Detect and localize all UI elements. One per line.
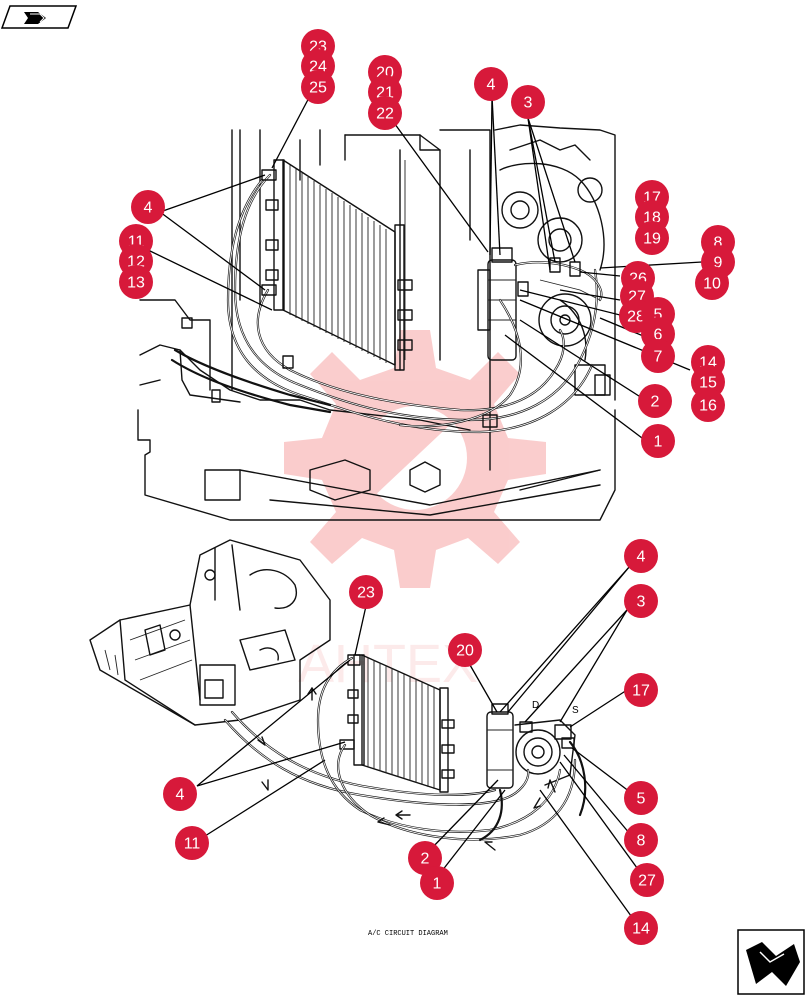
callout-top-4-label: 4 xyxy=(487,77,496,94)
top-assembly-view xyxy=(137,124,616,521)
callout-top-13-label: 13 xyxy=(127,275,145,292)
callout-top-5-label: 5 xyxy=(654,307,663,324)
leader-lines xyxy=(147,91,703,921)
condenser-top xyxy=(265,159,413,371)
callout-bottom-1[interactable]: 1 xyxy=(420,866,454,900)
callout-top-13-badge xyxy=(119,265,153,299)
callout-top-7[interactable]: 7 xyxy=(641,339,675,373)
callout-bottom-1-badge xyxy=(420,866,454,900)
callout-bottom-17[interactable]: 17 xyxy=(624,673,658,707)
callout-bottom-8-badge xyxy=(624,823,658,857)
callout-top-4-badge xyxy=(131,190,165,224)
callout-top-19-badge xyxy=(635,221,669,255)
callout-top-9-label: 9 xyxy=(714,255,723,272)
callout-top-13[interactable]: 13 xyxy=(119,265,153,299)
callout-top-22-badge xyxy=(368,96,402,130)
callout-top-22-label: 22 xyxy=(376,106,394,123)
callout-bottom-4-badge xyxy=(624,539,658,573)
callout-top-1-badge xyxy=(641,424,675,458)
callout-top-19[interactable]: 19 xyxy=(635,221,669,255)
callouts-bottom: 23 20 4 3 17 4 5 11 8 27 21 14 xyxy=(163,539,664,945)
callout-top-1-label: 1 xyxy=(654,434,663,451)
callout-bottom-27[interactable]: 27 xyxy=(630,863,664,897)
callout-top-4-badge xyxy=(474,67,508,101)
callout-top-25-badge xyxy=(301,70,335,104)
callout-bottom-4[interactable]: 4 xyxy=(624,539,658,573)
callout-bottom-5-badge xyxy=(624,781,658,815)
callout-top-10-label: 10 xyxy=(703,276,721,293)
callout-bottom-23-badge xyxy=(349,575,383,609)
flip-page-icon[interactable] xyxy=(0,5,78,29)
callout-bottom-4[interactable]: 4 xyxy=(163,777,197,811)
callout-bottom-20-label: 20 xyxy=(456,643,474,660)
port-label-d: D xyxy=(532,700,539,711)
port-label-s: S xyxy=(572,705,579,716)
callout-bottom-20[interactable]: 20 xyxy=(448,633,482,667)
callout-top-16-badge xyxy=(691,388,725,422)
callout-bottom-14-badge xyxy=(624,911,658,945)
callout-bottom-3-label: 3 xyxy=(637,594,646,611)
callout-bottom-11-badge xyxy=(175,826,209,860)
callout-top-6-label: 6 xyxy=(654,327,663,344)
callout-top-2-label: 2 xyxy=(651,394,660,411)
callout-bottom-8-label: 8 xyxy=(637,833,646,850)
callout-bottom-14-label: 14 xyxy=(632,921,650,938)
callout-top-3[interactable]: 3 xyxy=(511,85,545,119)
callout-top-3-badge xyxy=(511,85,545,119)
callout-bottom-2-label: 2 xyxy=(421,851,430,868)
callout-top-3-label: 3 xyxy=(524,95,533,112)
callout-bottom-3[interactable]: 3 xyxy=(624,584,658,618)
callout-top-4[interactable]: 4 xyxy=(474,67,508,101)
callout-bottom-11[interactable]: 11 xyxy=(175,826,209,860)
callout-bottom-14[interactable]: 14 xyxy=(624,911,658,945)
callout-bottom-1-label: 1 xyxy=(433,876,442,893)
callout-top-25-label: 25 xyxy=(309,80,327,97)
callout-bottom-8[interactable]: 8 xyxy=(624,823,658,857)
callout-top-25[interactable]: 25 xyxy=(301,70,335,104)
callout-bottom-5[interactable]: 5 xyxy=(624,781,658,815)
callout-top-2[interactable]: 2 xyxy=(638,384,672,418)
callout-top-16[interactable]: 16 xyxy=(691,388,725,422)
watermark-text: АНТЕХ xyxy=(298,634,478,694)
callout-top-7-badge xyxy=(641,339,675,373)
callout-bottom-4-badge xyxy=(163,777,197,811)
hose-set-top xyxy=(170,169,603,434)
callout-top-19-label: 19 xyxy=(643,231,661,248)
callout-top-4-label: 4 xyxy=(144,200,153,217)
callout-top-8-label: 8 xyxy=(714,235,723,252)
watermark-gear-icon xyxy=(284,330,546,588)
callout-top-7-label: 7 xyxy=(654,349,663,366)
watermark: АНТЕХ xyxy=(284,330,546,694)
callout-bottom-23[interactable]: 23 xyxy=(349,575,383,609)
compressor-bottom xyxy=(514,719,576,786)
callout-top-22[interactable]: 22 xyxy=(368,96,402,130)
receiver-drier-top xyxy=(477,247,517,361)
callout-top-28-label: 28 xyxy=(627,309,645,326)
diagram-caption: A/C CIRCUIT DIAGRAM xyxy=(368,930,448,938)
callout-top-2-badge xyxy=(638,384,672,418)
callout-bottom-4-label: 4 xyxy=(637,549,646,566)
callout-bottom-5-label: 5 xyxy=(637,791,646,808)
callout-bottom-23-label: 23 xyxy=(357,585,375,602)
callout-bottom-4-label: 4 xyxy=(176,787,185,804)
callout-bottom-17-badge xyxy=(624,673,658,707)
callout-top-1[interactable]: 1 xyxy=(641,424,675,458)
callout-top-10[interactable]: 10 xyxy=(695,266,729,300)
callout-bottom-11-label: 11 xyxy=(184,836,201,853)
callout-bottom-20-badge xyxy=(448,633,482,667)
circuit-diagram-view: D S xyxy=(89,539,587,851)
next-page-icon[interactable] xyxy=(737,929,805,995)
callout-bottom-27-label: 27 xyxy=(638,873,656,890)
callout-top-15-label: 15 xyxy=(699,375,717,392)
callout-bottom-17-label: 17 xyxy=(632,683,650,700)
callout-top-16-label: 16 xyxy=(699,398,717,415)
callout-bottom-27-badge xyxy=(630,863,664,897)
callout-top-4[interactable]: 4 xyxy=(131,190,165,224)
callout-top-10-badge xyxy=(695,266,729,300)
callout-bottom-3-badge xyxy=(624,584,658,618)
receiver-drier-bottom xyxy=(486,703,514,789)
hvac-unit xyxy=(89,539,331,726)
